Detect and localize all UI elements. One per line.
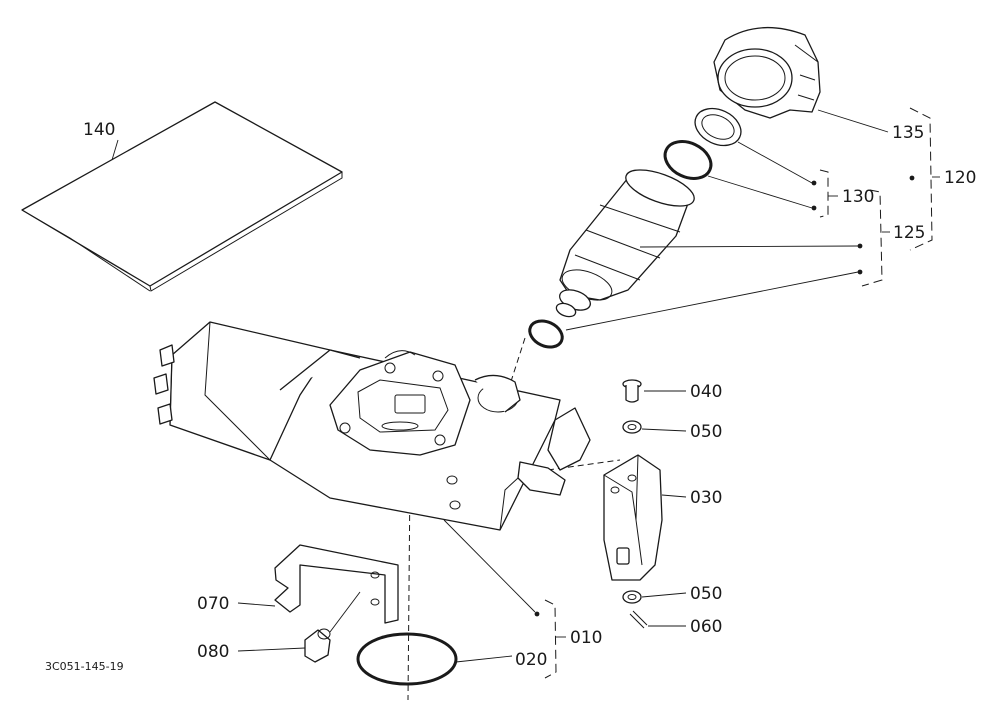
part-070-plate [237, 544, 399, 624]
part-050-washer-top [622, 420, 687, 434]
part-140-manual [21, 101, 343, 292]
part-040-pin [622, 379, 686, 403]
part-010-valve-body [153, 321, 591, 613]
part-130-rings [663, 107, 813, 209]
label-140: 140 [83, 120, 115, 140]
part-020-oring [356, 632, 513, 686]
label-080: 080 [197, 642, 229, 662]
label-070: 070 [197, 594, 229, 614]
label-050-top: 050 [690, 422, 722, 442]
part-125-oring [528, 319, 564, 349]
part-050-washer-bottom [622, 590, 687, 604]
label-010: 010 [570, 628, 602, 648]
label-120: 120 [944, 168, 976, 188]
figure-reference: 3C051-145-19 [45, 660, 124, 673]
label-130: 130 [842, 187, 874, 207]
label-020: 020 [515, 650, 547, 670]
label-050-bottom: 050 [690, 584, 722, 604]
part-060-cotter-pin [629, 610, 686, 629]
label-135: 135 [892, 123, 924, 143]
part-030-bracket [603, 454, 687, 581]
axis-line-bottom [407, 474, 411, 701]
part-080-plug [237, 591, 361, 663]
label-030: 030 [690, 488, 722, 508]
part-125-cartridge [555, 169, 859, 331]
label-040: 040 [690, 382, 722, 402]
assembly-brackets [534, 107, 940, 679]
label-125: 125 [893, 223, 925, 243]
part-135-clamp [713, 26, 889, 133]
label-060: 060 [690, 617, 722, 637]
